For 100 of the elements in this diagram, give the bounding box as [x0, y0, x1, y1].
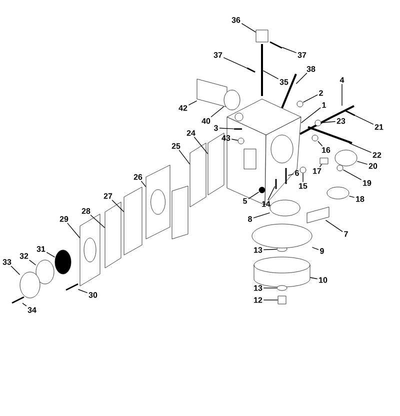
leader-line [90, 214, 106, 228]
callout-number: 12 [254, 297, 262, 303]
leader-line [178, 150, 190, 165]
leader-line [312, 246, 319, 250]
callout-number: 13 [254, 247, 262, 253]
callout-number: 14 [262, 201, 270, 207]
ring [36, 260, 54, 284]
leader-line [302, 172, 304, 182]
callout-number: 40 [202, 118, 210, 124]
leader-line [28, 260, 36, 266]
leader-line [22, 302, 27, 306]
callout-number: 4 [340, 77, 344, 83]
shaft [330, 105, 354, 119]
leader-line [67, 222, 80, 238]
leader-line [282, 47, 297, 54]
leader-line [210, 106, 224, 118]
disk [224, 90, 240, 110]
callout-number: 13 [254, 285, 262, 291]
fitting [256, 30, 268, 42]
callout-number: 29 [60, 216, 68, 222]
plate [306, 206, 330, 224]
callout-number: 1 [322, 102, 326, 108]
leader-line [223, 57, 248, 68]
callout-number: 37 [298, 52, 306, 58]
callout-number: 19 [363, 180, 372, 186]
plate [334, 150, 358, 166]
leader-line [10, 266, 20, 276]
leader-line [318, 140, 323, 146]
leader-line [188, 100, 198, 106]
callout-number: 27 [104, 193, 112, 199]
leader-line [46, 252, 56, 258]
leader-line [194, 136, 208, 154]
leader-line [302, 94, 318, 103]
callout-number: 43 [222, 135, 230, 141]
leader-line [241, 23, 256, 33]
leader-line [248, 192, 260, 200]
callout-number: 28 [82, 208, 90, 214]
callout-number: 23 [336, 118, 346, 124]
leader-line [320, 121, 336, 124]
leader-line [356, 160, 368, 165]
filter-screen [54, 250, 72, 274]
drain-screw [278, 296, 286, 304]
callout-number: 32 [20, 253, 28, 259]
callout-number: 9 [320, 248, 324, 254]
callout-number: 38 [306, 66, 316, 72]
gasket [104, 202, 122, 268]
rod [308, 126, 352, 144]
leader-line [268, 186, 276, 200]
leader-line [78, 289, 88, 294]
leader-line [310, 277, 318, 280]
pump-body [80, 214, 100, 286]
callout-number: 3 [214, 125, 218, 131]
callout-number: 15 [299, 183, 308, 189]
leader-line [112, 200, 124, 212]
screw [246, 67, 256, 73]
washer [276, 285, 288, 291]
leader-line [296, 72, 308, 84]
callout-number: 26 [134, 174, 142, 180]
callout-number: 34 [28, 307, 36, 313]
callout-number: 33 [2, 259, 12, 265]
callout-number: 22 [372, 152, 382, 158]
gasket [190, 142, 206, 208]
spring [314, 120, 322, 126]
screw-head [336, 164, 344, 172]
callout-number: 17 [313, 168, 322, 174]
leader-line [354, 115, 374, 125]
callout-number: 10 [319, 277, 328, 283]
callout-number: 8 [248, 216, 252, 222]
leader-line [319, 164, 322, 168]
callout-number: 7 [344, 231, 348, 237]
callout-number: 21 [374, 124, 384, 130]
screw [270, 41, 282, 49]
screw [66, 283, 78, 291]
callout-number: 16 [322, 147, 330, 153]
callout-number: 24 [186, 130, 196, 136]
leader-line [140, 180, 146, 188]
screw [12, 296, 24, 304]
leader-line [288, 174, 294, 176]
gasket [124, 186, 142, 256]
needle [281, 74, 297, 108]
callout-number: 18 [356, 196, 364, 202]
plate [326, 186, 350, 200]
leader-line [253, 212, 270, 218]
leader-line [342, 169, 362, 180]
callout-number: 37 [214, 52, 222, 58]
leader-line [325, 220, 343, 232]
callout-number: 2 [319, 90, 323, 96]
leader-line [231, 138, 238, 141]
callout-number: 36 [232, 17, 240, 23]
callout-number: 31 [36, 246, 46, 252]
leader-line [262, 70, 279, 80]
leader-line [300, 107, 321, 124]
leader-line [263, 248, 278, 250]
callout-number: 20 [368, 163, 378, 169]
float-arm [270, 200, 300, 216]
callout-number: 35 [280, 79, 288, 85]
callout-number: 25 [172, 143, 180, 149]
leader-line [348, 142, 372, 153]
cover [20, 272, 40, 298]
callout-number: 42 [178, 105, 188, 111]
